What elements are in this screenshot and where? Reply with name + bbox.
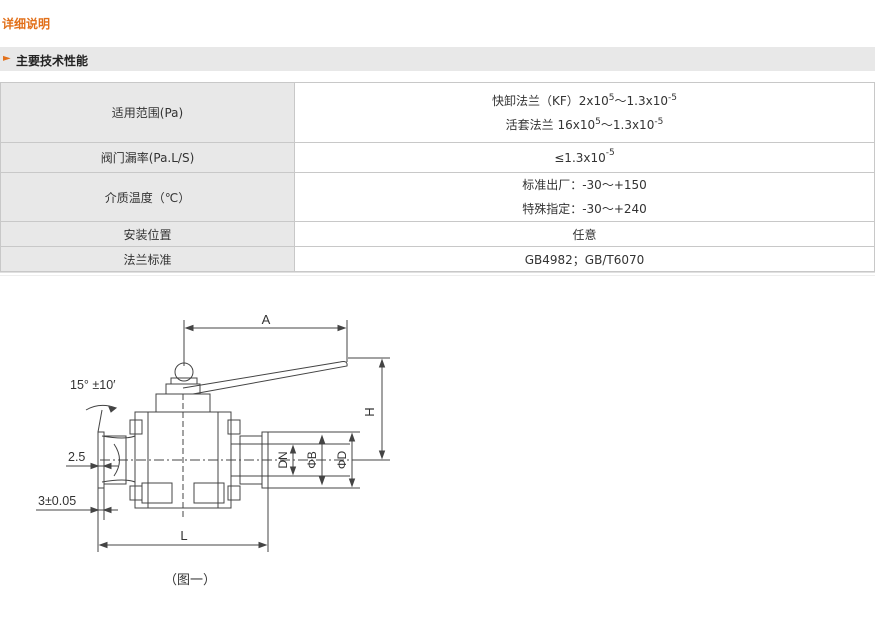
leak-label: 阀门漏率(Pa.L/S)	[0, 142, 295, 173]
range-clamp: 活套法兰 16x105～1.3x10-5	[505, 116, 664, 132]
ball-valve-drawing: A H DN ΦB ΦD 15° ±10′ 2.5	[36, 312, 390, 552]
dim-2-5-label: 2.5	[68, 450, 85, 464]
leak-value: ≤1.3x10-5	[294, 142, 875, 173]
bolt	[227, 419, 241, 435]
table-row: 介质温度（℃） 标准出厂：-30～+150 特殊指定：-30～+240	[0, 172, 875, 222]
mount-label: 安装位置	[0, 221, 295, 247]
bolt	[129, 485, 143, 501]
flange-value: GB4982；GB/T6070	[294, 246, 875, 272]
pipe-left	[101, 435, 136, 439]
divider	[0, 272, 875, 273]
body-plate	[193, 482, 225, 504]
flange-left-neck	[103, 435, 127, 485]
range-label: 适用范围(Pa)	[0, 82, 295, 143]
angle-label: 15° ±10′	[70, 378, 116, 392]
arrowhead	[108, 406, 118, 413]
bolt	[129, 419, 143, 435]
detail-title: 详细说明	[2, 17, 51, 31]
arrowhead	[90, 506, 112, 514]
range-kf: 快卸法兰（KF）2x105～1.3x10-5	[492, 92, 677, 108]
pipe-left	[101, 479, 136, 483]
table-row: 适用范围(Pa) 快卸法兰（KF）2x105～1.3x10-5 活套法兰 16x…	[0, 82, 875, 143]
table-row: 安装位置 任意	[0, 221, 875, 247]
flange-label: 法兰标准	[0, 246, 295, 272]
range-value: 快卸法兰（KF）2x105～1.3x10-5 活套法兰 16x105～1.3x1…	[294, 82, 875, 143]
table-row: 法兰标准 GB4982；GB/T6070	[0, 246, 875, 272]
temp-value: 标准出厂：-30～+150 特殊指定：-30～+240	[294, 172, 875, 222]
flange-right-neck	[239, 435, 263, 485]
arrowhead	[289, 432, 356, 488]
handle-nut	[165, 383, 201, 395]
body-plate	[141, 482, 173, 504]
angle-line	[97, 409, 103, 433]
handle-knob	[174, 362, 194, 382]
bolt	[227, 485, 241, 501]
dim-phid-label: ΦD	[335, 451, 349, 470]
arrowhead	[184, 324, 347, 332]
handle	[182, 361, 348, 395]
arrowhead	[90, 462, 112, 470]
dim-phib-label: ΦB	[305, 451, 319, 469]
figure-caption: （图一）	[163, 573, 216, 588]
dim-a-label: A	[262, 312, 271, 327]
section-header: ► 主要技术性能	[0, 47, 875, 71]
dim-dn-label: DN	[276, 451, 290, 468]
dim-3-label: 3±0.05	[38, 494, 76, 508]
section-title: 主要技术性能	[16, 54, 89, 68]
divider	[0, 275, 875, 276]
spec-table: 适用范围(Pa) 快卸法兰（KF）2x105～1.3x10-5 活套法兰 16x…	[0, 82, 875, 272]
arrowhead	[98, 541, 268, 549]
mount-value: 任意	[294, 221, 875, 247]
orange-arrow-icon: ►	[3, 53, 11, 64]
dim-h-label: H	[362, 407, 377, 416]
table-row: 阀门漏率(Pa.L/S) ≤1.3x10-5	[0, 142, 875, 173]
temp-special: 特殊指定：-30～+240	[522, 202, 647, 216]
temp-label: 介质温度（℃）	[0, 172, 295, 222]
temp-standard: 标准出厂：-30～+150	[522, 178, 647, 192]
arrowhead	[378, 358, 386, 460]
dim-l-label: L	[180, 528, 187, 543]
